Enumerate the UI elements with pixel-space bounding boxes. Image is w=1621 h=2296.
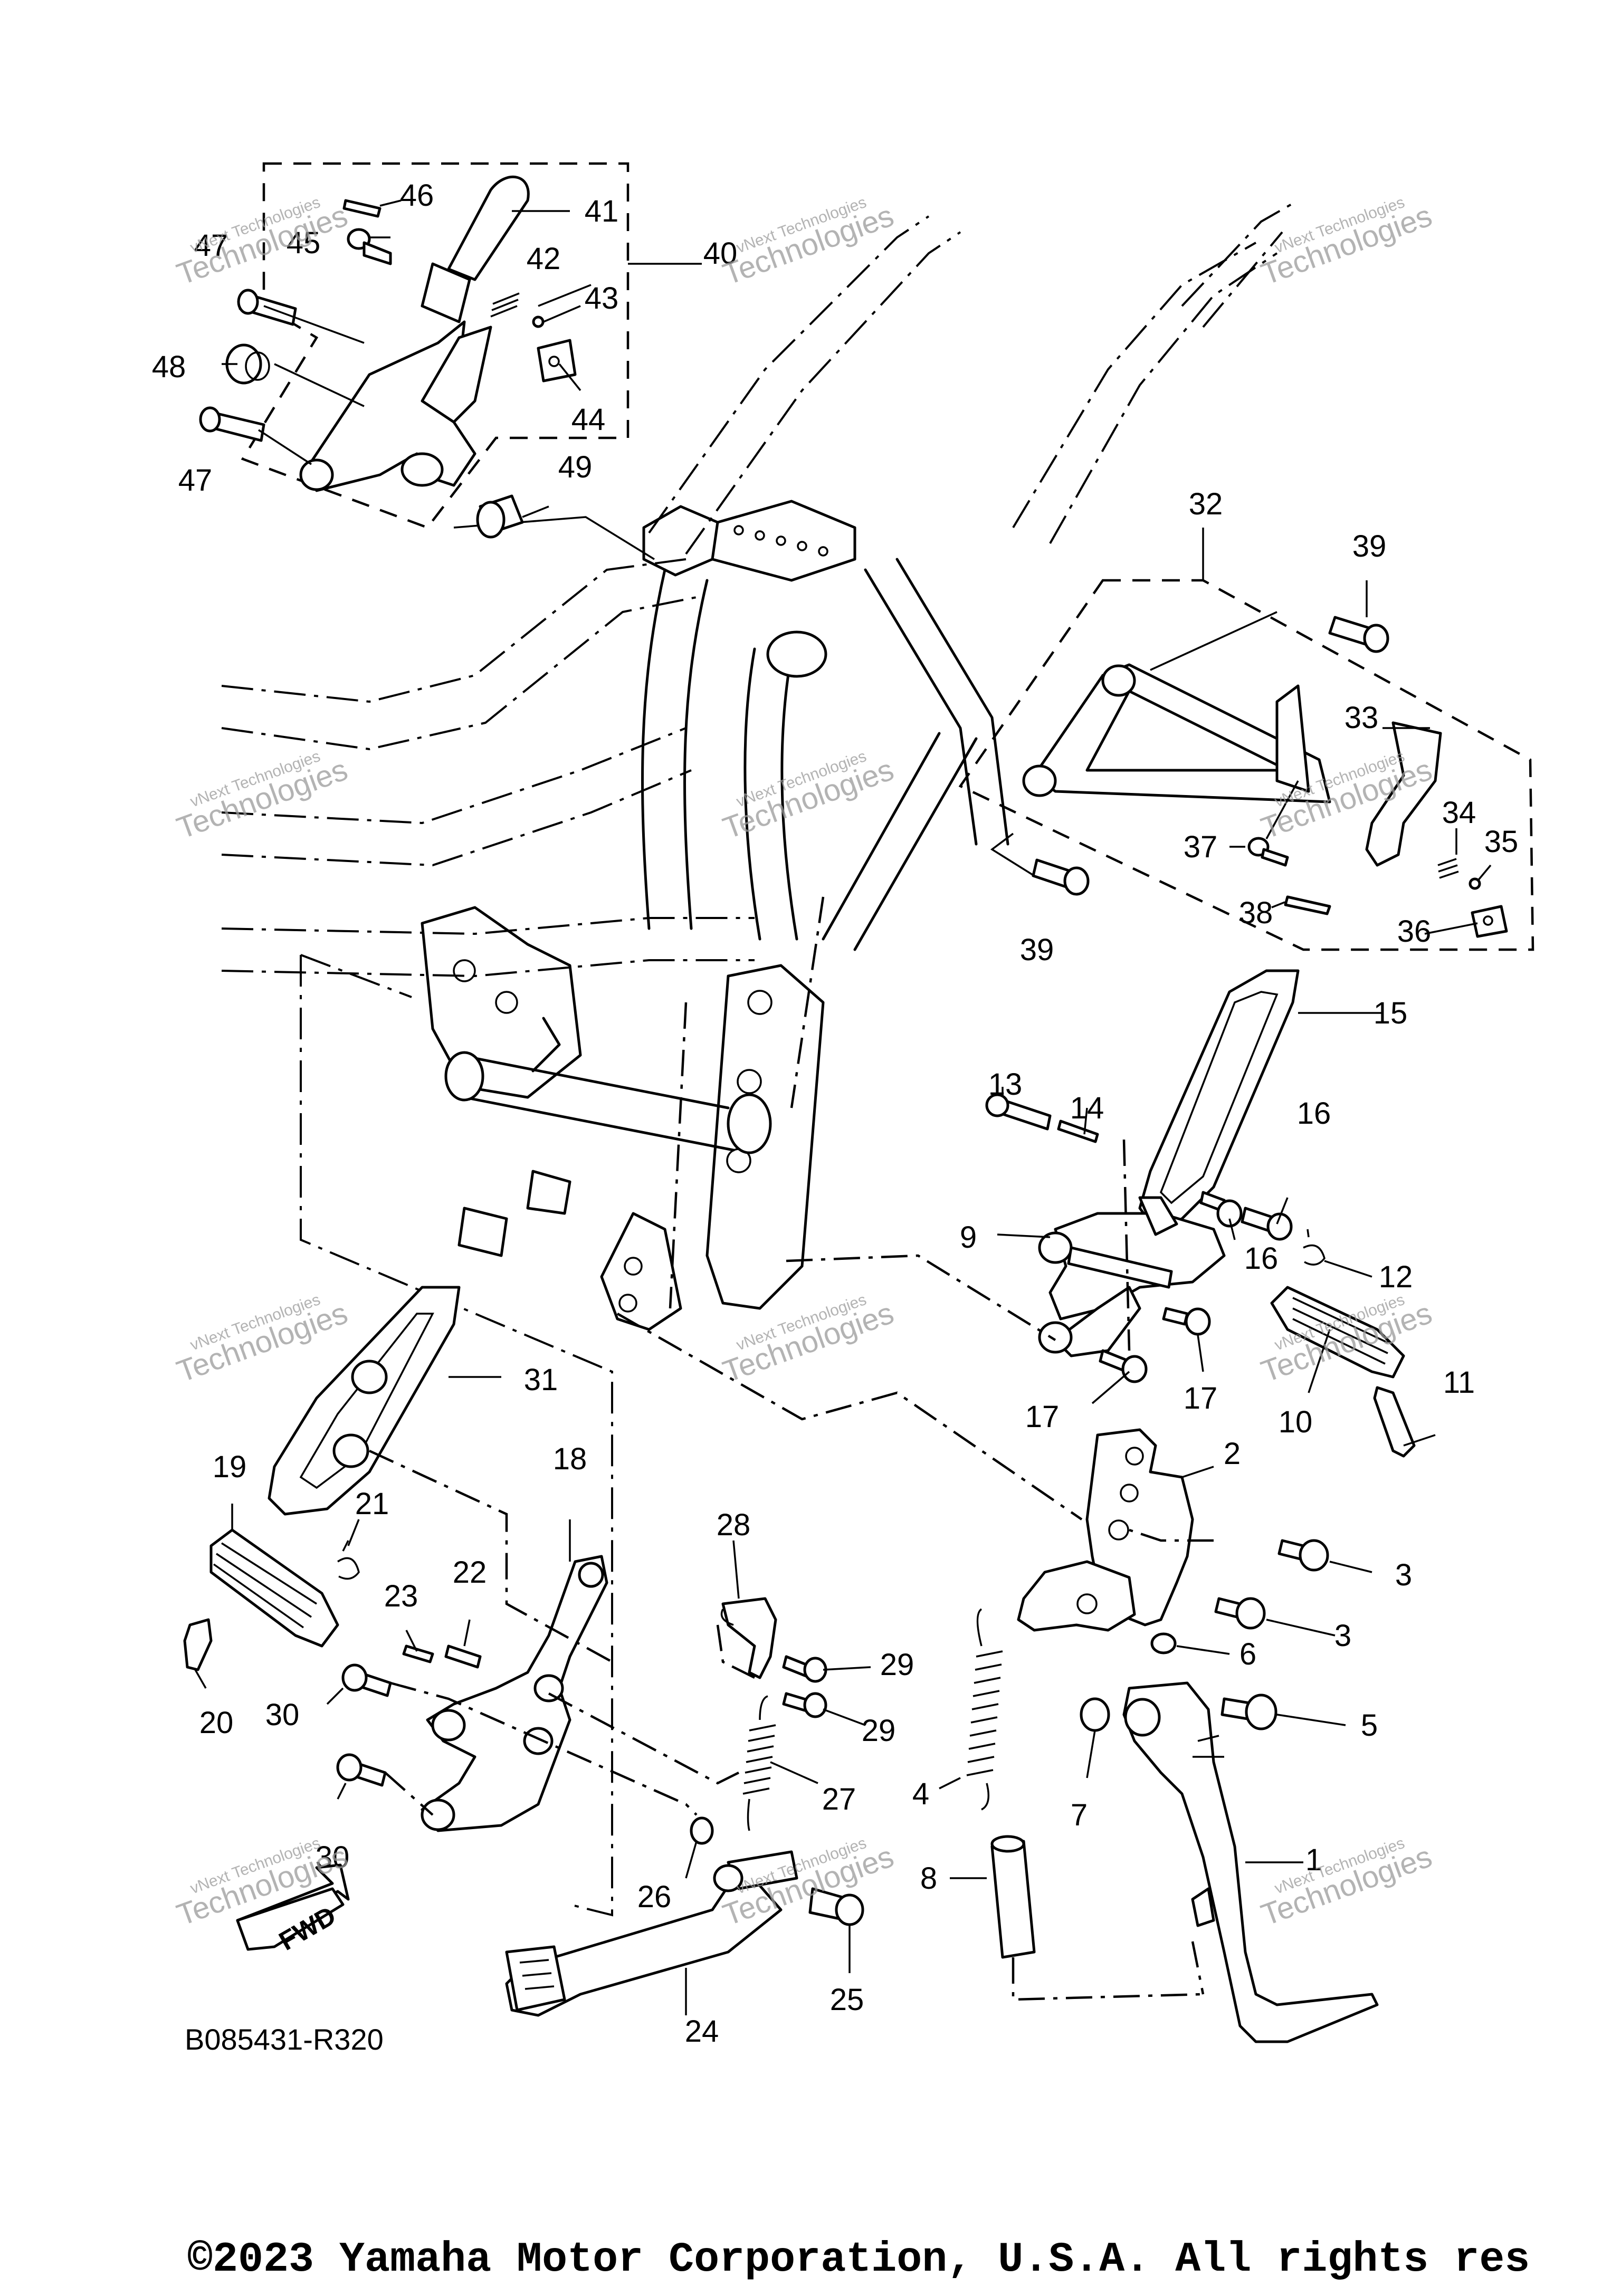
- callout-19: 19: [213, 1450, 247, 1484]
- passenger-footrest-assy-left: [199, 175, 592, 539]
- callout-3b: 3: [1334, 1619, 1351, 1653]
- callout-47b: 47: [178, 463, 213, 498]
- callout-30: 30: [265, 1698, 300, 1732]
- callout-5: 5: [1361, 1708, 1378, 1743]
- callout-31: 31: [524, 1363, 558, 1397]
- callout-41: 41: [585, 194, 619, 228]
- callout-37: 37: [1184, 830, 1218, 864]
- callout-39b: 39: [1020, 933, 1054, 967]
- callout-18: 18: [553, 1442, 587, 1476]
- callout-29b: 29: [862, 1714, 896, 1748]
- callout-2: 2: [1224, 1437, 1241, 1471]
- rider-footrest-left: [183, 954, 740, 1917]
- callout-11: 11: [1443, 1365, 1475, 1400]
- callout-8: 8: [920, 1861, 937, 1896]
- callout-49: 49: [558, 450, 593, 484]
- callout-42: 42: [527, 242, 561, 276]
- callout-27: 27: [822, 1782, 856, 1816]
- copyright-notice: ©2023 Yamaha Motor Corporation, U.S.A. A…: [187, 2236, 1530, 2284]
- callout-4: 4: [912, 1777, 929, 1811]
- callout-30b: 30: [316, 1840, 350, 1874]
- callout-43: 43: [585, 281, 619, 315]
- callout-38: 38: [1239, 896, 1273, 930]
- diagram-code: B085431-R320: [185, 2023, 384, 2056]
- callout-6: 6: [1239, 1637, 1256, 1671]
- motorcycle-frame: [221, 199, 1299, 1331]
- callout-32: 32: [1189, 487, 1223, 521]
- callout-34: 34: [1442, 796, 1476, 830]
- callout-35: 35: [1484, 825, 1519, 859]
- callout-40: 40: [703, 236, 738, 271]
- callout-45: 45: [287, 226, 321, 260]
- callout-25: 25: [830, 1983, 864, 2017]
- callout-9: 9: [960, 1220, 977, 1255]
- callout-20: 20: [199, 1706, 234, 1740]
- callout-23: 23: [384, 1579, 418, 1613]
- callout-44: 44: [571, 403, 606, 437]
- callout-15: 15: [1374, 996, 1408, 1030]
- callout-36: 36: [1397, 914, 1432, 949]
- group-32-outline: [958, 528, 1534, 951]
- callout-16: 16: [1297, 1096, 1331, 1131]
- callout-28: 28: [717, 1508, 751, 1542]
- callout-13: 13: [988, 1067, 1023, 1102]
- passenger-footrest-assy-right: [990, 580, 1508, 938]
- rider-footrest-right: [786, 969, 1436, 1458]
- callout-12: 12: [1379, 1260, 1413, 1294]
- callout-10: 10: [1279, 1405, 1313, 1439]
- callout-17: 17: [1025, 1400, 1060, 1434]
- callout-48: 48: [152, 350, 186, 384]
- callout-21: 21: [355, 1487, 389, 1521]
- callout-labels: 1 2 3 3 4 5 6 7 8 9 10 11 12 13 14 15 16…: [152, 178, 1519, 2049]
- callout-33: 33: [1345, 701, 1379, 735]
- callout-3: 3: [1395, 1558, 1412, 1592]
- callout-46: 46: [400, 178, 434, 213]
- fwd-arrow-icon: FWD: [236, 1863, 350, 1956]
- callout-16b: 16: [1244, 1241, 1279, 1276]
- callout-14: 14: [1070, 1091, 1104, 1125]
- callout-17b: 17: [1184, 1381, 1218, 1415]
- callout-29: 29: [880, 1648, 914, 1682]
- callout-39: 39: [1352, 529, 1387, 563]
- sidestand-assy: [616, 1313, 1379, 2043]
- callout-26: 26: [637, 1880, 672, 1914]
- brake-pedal-assy: [505, 1540, 871, 2017]
- callout-7: 7: [1071, 1798, 1088, 1832]
- callout-22: 22: [453, 1555, 487, 1590]
- callout-1: 1: [1305, 1843, 1322, 1877]
- callout-24: 24: [685, 2014, 719, 2049]
- callout-47: 47: [194, 228, 228, 263]
